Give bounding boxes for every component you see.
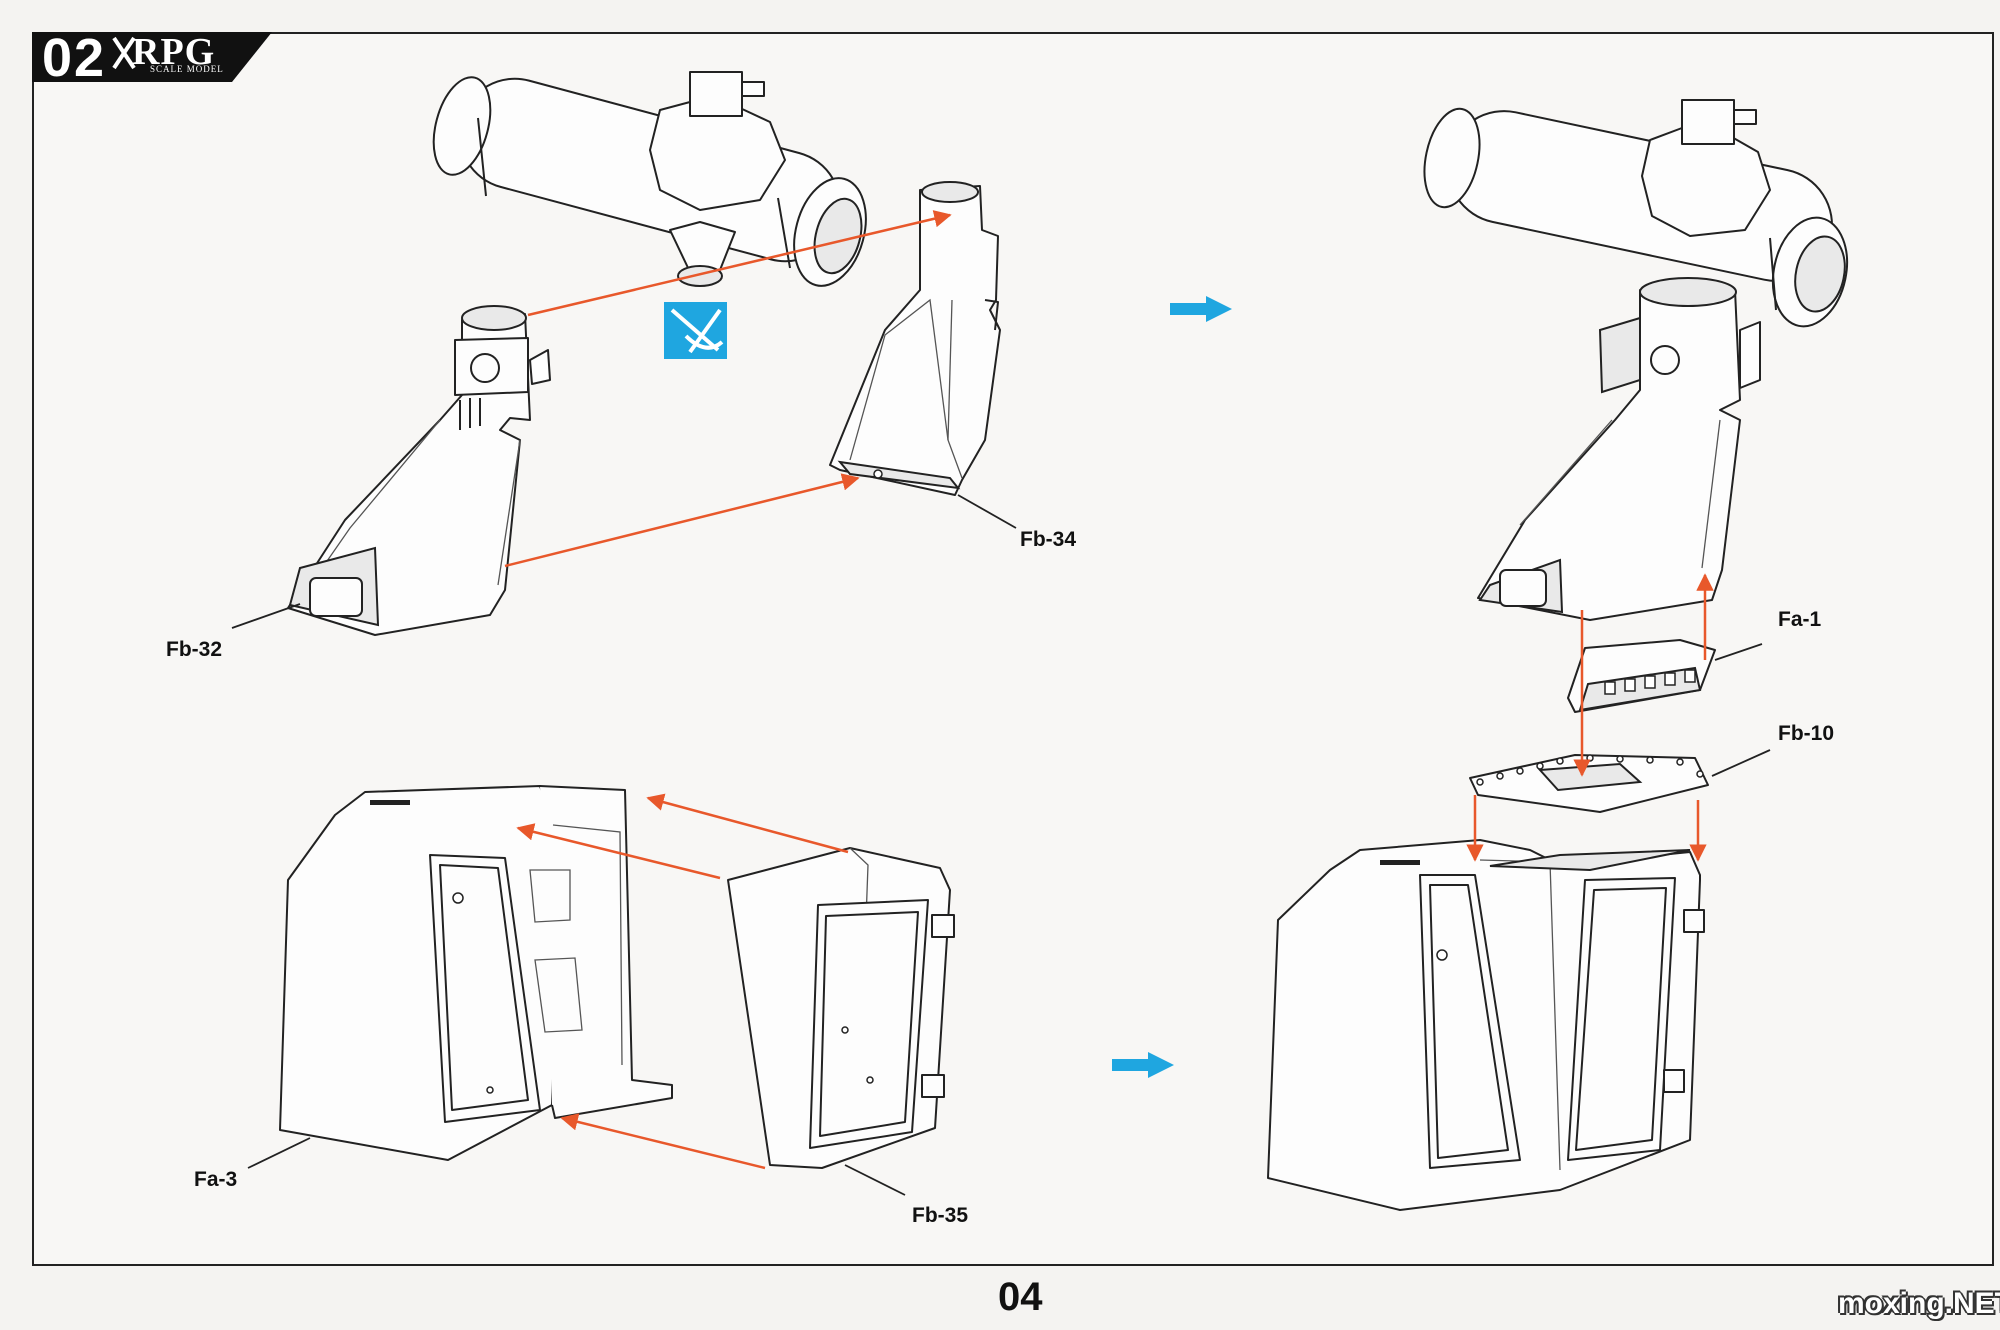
step-arrow-icon <box>1112 1052 1174 1078</box>
sight-housing-top-right <box>1641 99 1771 237</box>
part-fb32-drawing <box>287 305 551 636</box>
crossed-rockets-icon <box>112 36 136 70</box>
assembled-grip-drawing <box>1477 277 1761 621</box>
part-fb35-drawing <box>727 847 955 1169</box>
step-number: 02 <box>42 28 107 88</box>
cut-mark-icon <box>664 302 727 359</box>
brand-subtitle: SCALE MODEL <box>150 64 224 74</box>
part-fa3-drawing <box>279 785 673 1161</box>
page-number: 04 <box>998 1275 1043 1319</box>
step-badge <box>32 32 272 82</box>
label-fa3: Fa-3 <box>194 1168 238 1191</box>
label-fb34: Fb-34 <box>1020 528 1077 551</box>
launcher-tube-top-left <box>432 76 867 287</box>
part-fa1-drawing <box>1567 639 1716 713</box>
label-fb32: Fb-32 <box>166 638 223 661</box>
brand-name: RPG <box>132 31 216 73</box>
step-arrow-icon <box>1170 296 1232 322</box>
assembly-arrows <box>504 210 1714 1170</box>
assembled-container-drawing <box>1267 839 1705 1211</box>
label-fb10: Fb-10 <box>1778 722 1835 745</box>
label-fb35: Fb-35 <box>912 1204 969 1227</box>
leader-lines <box>231 494 1771 1196</box>
launcher-tube-top-right <box>1423 107 1849 328</box>
part-fb34-drawing <box>829 181 1001 496</box>
watermark: moxing.NET <box>1838 1287 2000 1320</box>
part-fb10-drawing <box>1469 754 1709 813</box>
label-fa1: Fa-1 <box>1778 608 1822 631</box>
